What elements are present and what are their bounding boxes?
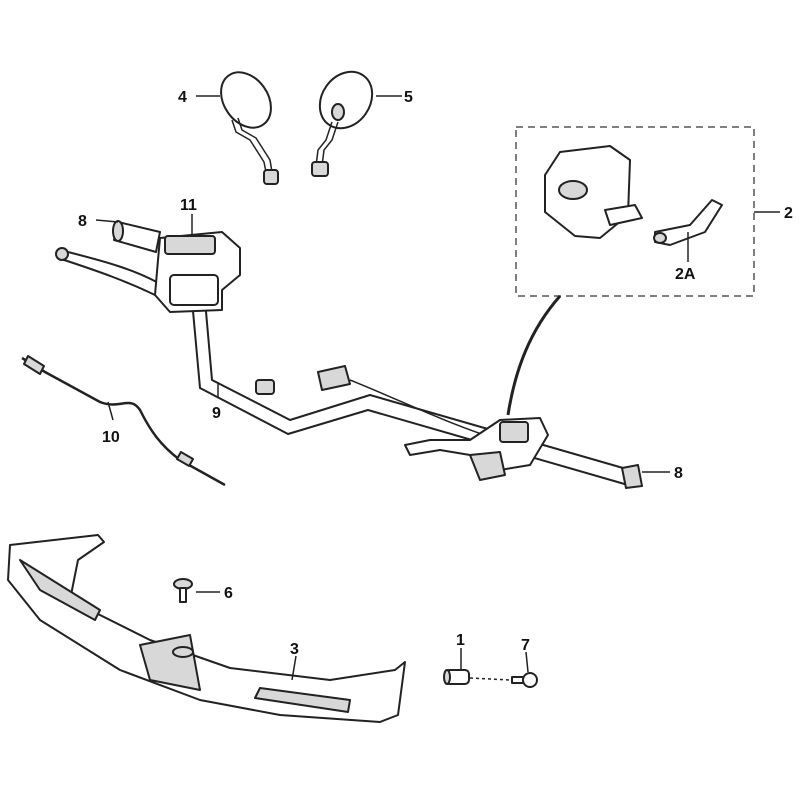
- bolt: [511, 672, 538, 688]
- label-switch-assembly: 2: [784, 205, 793, 222]
- assembly-line: [469, 677, 511, 681]
- label-bolt: 7: [521, 637, 530, 654]
- label-mirror-right: 5: [404, 89, 413, 106]
- mirror-left: [220, 71, 279, 185]
- leader-3: [291, 655, 297, 681]
- handlebar: [191, 299, 643, 489]
- switch-wire: [506, 295, 562, 416]
- spacer: [443, 669, 470, 685]
- throttle-housing: [404, 417, 549, 481]
- grip-left: [112, 220, 161, 253]
- leader-8-left: [95, 219, 119, 223]
- label-master-cylinder: 11: [180, 197, 197, 214]
- switch-clamp: [653, 199, 723, 246]
- leader-10: [107, 401, 114, 421]
- label-handlebar: 9: [212, 405, 221, 422]
- handlebar-cover: [7, 534, 406, 723]
- screw: [173, 578, 193, 603]
- label-mirror-left: 4: [178, 89, 187, 106]
- label-spacer: 1: [456, 632, 465, 649]
- switch-housing: [544, 145, 643, 239]
- master-cylinder: [154, 231, 241, 313]
- label-grip-right: 8: [674, 465, 683, 482]
- mirror-right: [311, 70, 374, 177]
- leader-7: [525, 651, 529, 673]
- label-handlebar-cover: 3: [290, 641, 299, 658]
- label-grip-left: 8: [78, 213, 87, 230]
- label-switch-clamp: 2A: [675, 266, 696, 283]
- left-lever: [55, 247, 171, 301]
- cable: [21, 355, 226, 487]
- label-screw: 6: [224, 585, 233, 602]
- label-cable: 10: [102, 429, 120, 446]
